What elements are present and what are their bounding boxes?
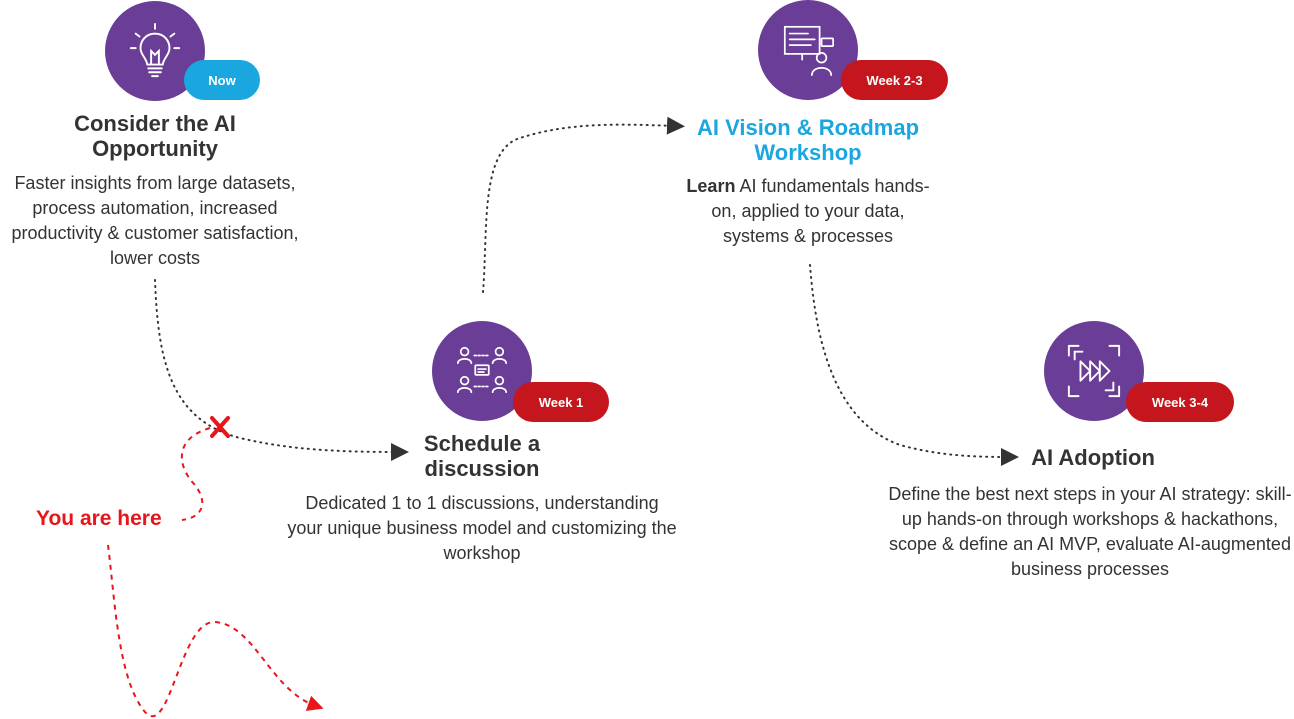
you-are-here-label: You are here <box>36 507 162 530</box>
step4-title: AI Adoption <box>1031 445 1155 470</box>
step3-description-bold: Learn <box>686 176 736 196</box>
you-are-here-path <box>180 427 211 521</box>
step3-title: AI Vision & Roadmap Workshop <box>696 115 920 165</box>
wander-path <box>107 544 324 717</box>
lightbulb-icon <box>129 22 181 78</box>
step4-badge: Week 3-4 <box>1126 382 1234 422</box>
step1-description: Faster insights from large datasets, pro… <box>11 173 299 268</box>
step2-badge: Week 1 <box>513 382 609 422</box>
step2-title: Schedule a discussion <box>423 431 541 481</box>
step4-description: Define the best next steps in your AI st… <box>888 484 1292 579</box>
connector-step2-to-step3 <box>482 116 685 293</box>
team-discussion-icon <box>456 346 508 394</box>
step3-badge: Week 2-3 <box>841 60 948 100</box>
step2-description: Dedicated 1 to 1 discussions, understand… <box>287 493 677 563</box>
step3-description: Learn AI fundamentals hands-on, applied … <box>680 174 936 249</box>
step3-description-text: AI fundamentals hands-on, applied to you… <box>711 176 930 246</box>
step1-badge: Now <box>184 60 260 100</box>
step1-title: Consider the AI Opportunity <box>74 111 236 161</box>
connector-step3-to-step4 <box>809 264 1019 466</box>
x-mark-icon <box>210 416 230 438</box>
step1-icon-circle <box>105 1 205 101</box>
fast-forward-icon <box>1067 344 1121 398</box>
presentation-icon <box>783 25 835 77</box>
connector-step1-to-step2 <box>154 279 409 461</box>
